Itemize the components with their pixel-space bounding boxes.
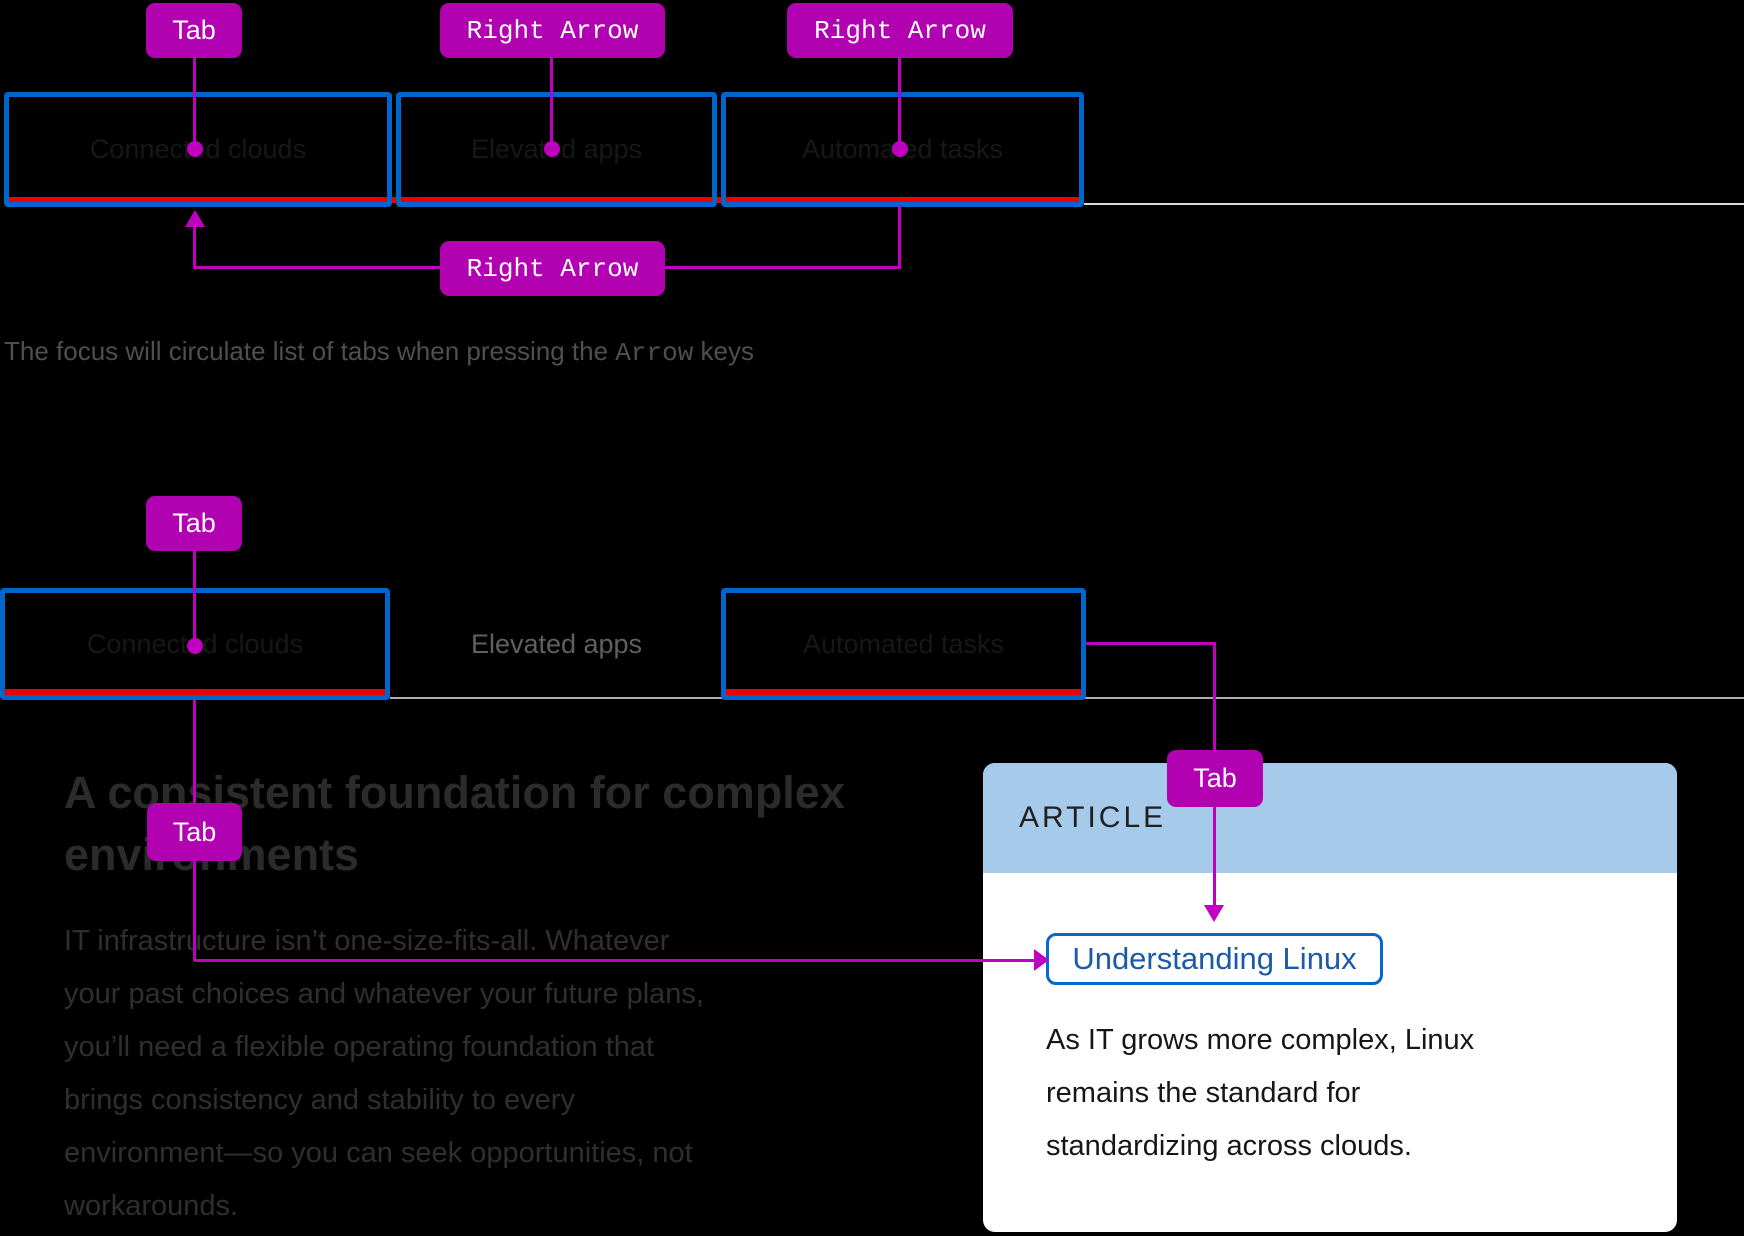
tab-elevated-apps-2[interactable]: Elevated apps [396, 588, 717, 700]
arrowhead-down-icon [1204, 905, 1224, 922]
caption-text: The focus will circulate list of tabs wh… [4, 336, 754, 368]
tab-row-divider [1084, 203, 1744, 205]
intro-paragraph: IT infrastructure isn’t one-size-fits-al… [64, 915, 704, 1233]
circulate-line-up [193, 225, 196, 269]
article-card-body: As IT grows more complex, Linux remains … [1046, 1014, 1474, 1173]
key-label-right-arrow: Right Arrow [787, 3, 1013, 58]
key-label-tab: Tab [147, 803, 242, 861]
key-label-tab: Tab [146, 3, 242, 58]
key-label-right-arrow: Right Arrow [440, 3, 665, 58]
connector-line-across [194, 959, 1037, 962]
tab-label: Automated tasks [802, 628, 1005, 659]
article-body-line: standardizing across clouds. [1046, 1130, 1412, 1162]
article-card-header: ARTICLE [983, 763, 1677, 873]
paragraph-line: workarounds. [64, 1190, 239, 1222]
paragraph-line: brings consistency and stability to ever… [64, 1084, 575, 1116]
tab-active-underline [4, 197, 1084, 203]
key-label-right-arrow: Right Arrow [440, 241, 665, 296]
connector-line [550, 58, 553, 150]
tab-automated-tasks-2[interactable]: Automated tasks [721, 588, 1086, 700]
tab-active-underline [0, 689, 390, 695]
connector-line [193, 58, 196, 150]
connector-line [193, 551, 196, 641]
connector-line-across [1086, 642, 1215, 645]
article-body-line: As IT grows more complex, Linux [1046, 1024, 1475, 1056]
focus-point-dot [187, 638, 203, 654]
article-eyebrow: ARTICLE [1019, 801, 1167, 834]
caption-mono-word: Arrow [615, 338, 694, 368]
focus-point-dot [544, 141, 560, 157]
paragraph-line: environment—so you can seek opportunitie… [64, 1137, 693, 1169]
focus-point-dot [187, 141, 203, 157]
key-label-tab: Tab [146, 496, 242, 551]
circulate-line-down [898, 205, 901, 268]
connector-line [898, 58, 901, 150]
article-body-line: remains the standard for [1046, 1077, 1361, 1109]
caption-pre: The focus will circulate list of tabs wh… [4, 336, 616, 366]
understanding-linux-link[interactable]: Understanding Linux [1046, 933, 1383, 985]
caption-post: keys [693, 336, 754, 366]
arrowhead-up-icon [185, 210, 205, 227]
key-label-tab: Tab [1167, 750, 1263, 807]
tab-active-underline [721, 689, 1086, 695]
focus-point-dot [892, 141, 908, 157]
paragraph-line: you’ll need a flexible operating foundat… [64, 1031, 655, 1063]
paragraph-line: your past choices and whatever your futu… [64, 978, 704, 1010]
tab-elevated-apps[interactable]: Elevated apps [396, 92, 717, 207]
arrowhead-right-icon [1034, 949, 1049, 971]
paragraph-line: IT infrastructure isn’t one-size-fits-al… [64, 925, 670, 957]
article-card: ARTICLE Understanding Linux As IT grows … [983, 763, 1677, 1232]
tab-label: Elevated apps [470, 628, 643, 659]
